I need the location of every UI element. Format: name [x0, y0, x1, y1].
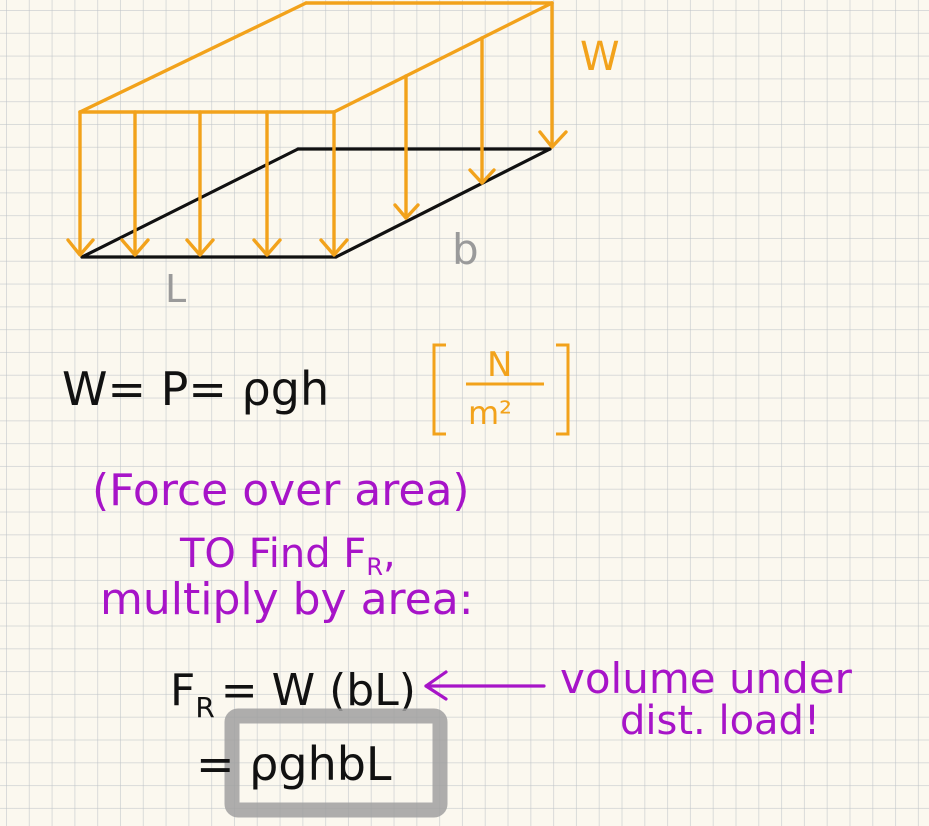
volume-under-note: volume under	[560, 654, 853, 703]
resultant-equation: FR= W (bL)	[170, 665, 416, 724]
find-fr-line: TO Find FR,	[179, 531, 396, 581]
final-answer: = ρghbL	[196, 737, 392, 791]
force-over-area-note: (Force over area)	[92, 465, 470, 516]
pressure-equation: W= P= ρgh	[62, 362, 329, 416]
load-arrows-side	[393, 1, 568, 220]
load-label-W: W	[580, 34, 620, 80]
width-label-b: b	[452, 225, 479, 274]
units-bracket: N m²	[432, 343, 570, 436]
distributed-load	[66, 1, 568, 257]
multiply-by-area-line: multiply by area:	[100, 574, 474, 625]
units-denominator: m²	[468, 394, 512, 432]
answer-highlight-box	[224, 708, 448, 818]
pointer-arrow	[424, 670, 546, 701]
base-plate	[80, 147, 552, 259]
dist-load-note: dist. load!	[620, 698, 820, 744]
length-label-L: L	[165, 267, 186, 311]
load-arrows-front	[66, 110, 349, 257]
units-numerator: N	[487, 345, 512, 385]
